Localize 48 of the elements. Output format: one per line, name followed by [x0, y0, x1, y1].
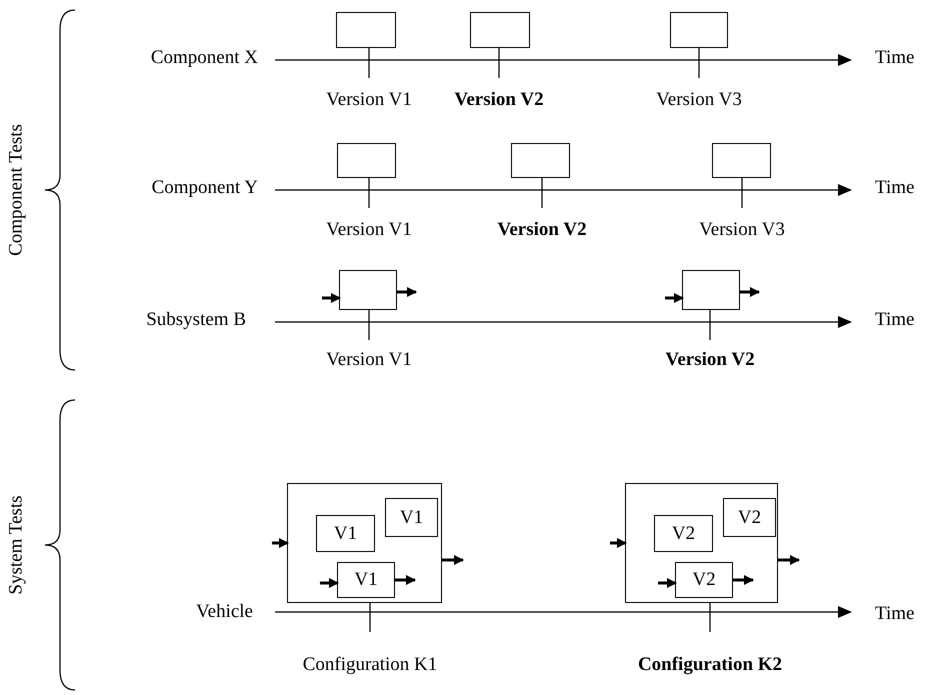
- version-label: Version V2: [454, 90, 544, 111]
- vehicle-box: [625, 483, 778, 603]
- part-box: V2: [723, 498, 776, 537]
- axis-label: Time: [875, 310, 914, 331]
- vehicle-box: [287, 483, 442, 603]
- version-label: Version V1: [326, 220, 412, 241]
- arrow: [320, 578, 339, 588]
- arrow: [665, 293, 684, 303]
- arrow: [322, 293, 341, 303]
- row-label: Vehicle: [196, 602, 253, 623]
- part-box: V1: [385, 498, 438, 537]
- version-box: [682, 270, 740, 310]
- row-label: Component Y: [152, 178, 258, 199]
- configuration-label: Configuration K1: [302, 655, 438, 676]
- row-label: Component X: [150, 48, 258, 69]
- arrow: [396, 287, 417, 297]
- arrow: [394, 575, 416, 585]
- axis-label: Time: [875, 178, 914, 199]
- version-label: Version V1: [326, 90, 412, 111]
- arrow: [610, 538, 627, 548]
- version-box: [339, 270, 397, 310]
- arrow: [739, 287, 760, 297]
- version-label: Version V3: [699, 220, 785, 241]
- part-box: V2: [654, 515, 713, 552]
- axis-label: Time: [875, 48, 914, 69]
- version-box: [712, 143, 771, 178]
- arrow: [777, 555, 800, 565]
- group-label: System Tests: [6, 495, 28, 595]
- arrow: [272, 538, 289, 548]
- version-label: Version V2: [665, 350, 755, 371]
- version-box: [470, 12, 530, 48]
- arrow: [732, 575, 754, 585]
- arrow: [441, 555, 464, 565]
- arrow: [658, 578, 677, 588]
- row-label: Subsystem B: [146, 310, 246, 331]
- axis-label: Time: [875, 604, 914, 625]
- configuration-label: Configuration K2: [638, 655, 782, 676]
- group-label: Component Tests: [6, 124, 28, 256]
- version-label: Version V1: [326, 350, 412, 371]
- part-box: V2: [675, 562, 733, 598]
- part-box: V1: [316, 515, 375, 552]
- version-box: [337, 143, 396, 178]
- version-label: Version V2: [497, 220, 587, 241]
- part-box: V1: [337, 562, 395, 598]
- version-box: [511, 143, 570, 178]
- version-label: Version V3: [656, 90, 742, 111]
- version-box: [670, 12, 728, 48]
- version-box: [336, 12, 396, 48]
